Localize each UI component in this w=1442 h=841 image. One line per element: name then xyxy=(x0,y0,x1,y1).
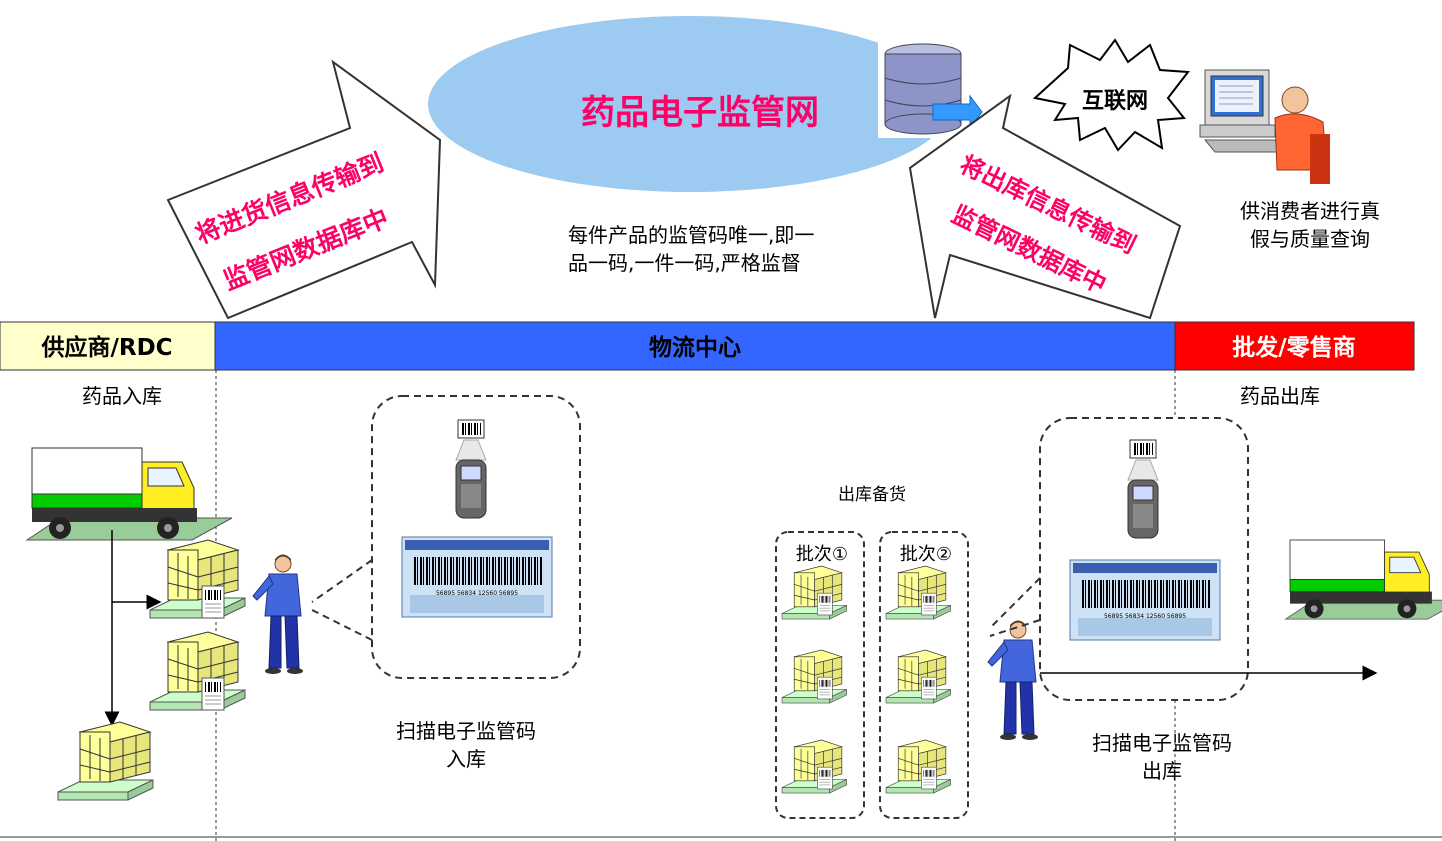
scan-out-line2: 出库 xyxy=(1142,759,1182,783)
inbound-barcode-digits: 56895 56834 12560 56895 xyxy=(436,590,518,597)
scan-in-line2: 入库 xyxy=(446,747,486,771)
inbound-worker-icon xyxy=(252,554,304,675)
retail-band xyxy=(1174,321,1415,371)
internet-starburst: 互联网 xyxy=(1032,38,1190,152)
inbound-pallet-3 xyxy=(57,721,154,801)
batch-1-label: 批次① xyxy=(796,544,848,565)
code-note-line2: 品一码,一件一码,严格监督 xyxy=(568,251,801,275)
picking-label: 出库备货 xyxy=(838,485,906,505)
supplier-band xyxy=(0,321,216,371)
scan-in-line1: 扫描电子监管码 xyxy=(396,719,536,743)
logistics-band-label: 物流中心 xyxy=(649,334,741,361)
consumer-line1: 供消费者进行真 xyxy=(1240,199,1380,223)
inbound-label: 药品入库 xyxy=(82,384,162,408)
outbound-label: 药品出库 xyxy=(1240,384,1320,408)
retail-band-label: 批发/零售商 xyxy=(1232,334,1355,361)
batch-2-group: 批次② xyxy=(879,531,969,819)
network-ellipse xyxy=(428,16,952,192)
inbound-pallet-1 xyxy=(149,539,246,619)
batch-1-group: 批次① xyxy=(775,531,865,819)
outbound-scan-callout: 56895 56834 12560 56895 xyxy=(989,417,1249,701)
scan-out-line1: 扫描电子监管码 xyxy=(1092,731,1232,755)
inbound-scan-callout: 56895 56834 12560 56895 xyxy=(311,395,581,679)
consumer-computer-icon xyxy=(1199,69,1330,184)
network-title: 药品电子监管网 xyxy=(581,93,819,133)
outbound-barcode-digits: 56895 56834 12560 56895 xyxy=(1104,613,1186,620)
role-bands: 供应商/RDC 物流中心 批发/零售商 xyxy=(0,321,1415,371)
retail-truck-icon xyxy=(1284,539,1442,620)
inbound-scanner-icon xyxy=(455,419,487,519)
internet-label: 互联网 xyxy=(1082,89,1148,114)
code-note-line1: 每件产品的监管码唯一,即一 xyxy=(568,223,814,247)
consumer-line2: 假与质量查询 xyxy=(1250,227,1370,251)
inbound-barcode-label xyxy=(401,536,553,618)
outbound-worker-icon xyxy=(987,620,1039,741)
batch-2-label: 批次② xyxy=(900,544,952,565)
outbound-arrow: 将出库信息传输到 监管网数据库中 xyxy=(908,93,1182,320)
database-icon xyxy=(878,42,983,138)
inbound-pallet-2 xyxy=(149,631,246,711)
inbound-arrow: 将进货信息传输到 监管网数据库中 xyxy=(166,59,442,320)
outbound-barcode-label xyxy=(1069,559,1221,641)
supplier-truck-icon xyxy=(25,447,233,541)
supplier-band-label: 供应商/RDC xyxy=(40,334,172,361)
outbound-scanner-icon xyxy=(1127,439,1159,539)
